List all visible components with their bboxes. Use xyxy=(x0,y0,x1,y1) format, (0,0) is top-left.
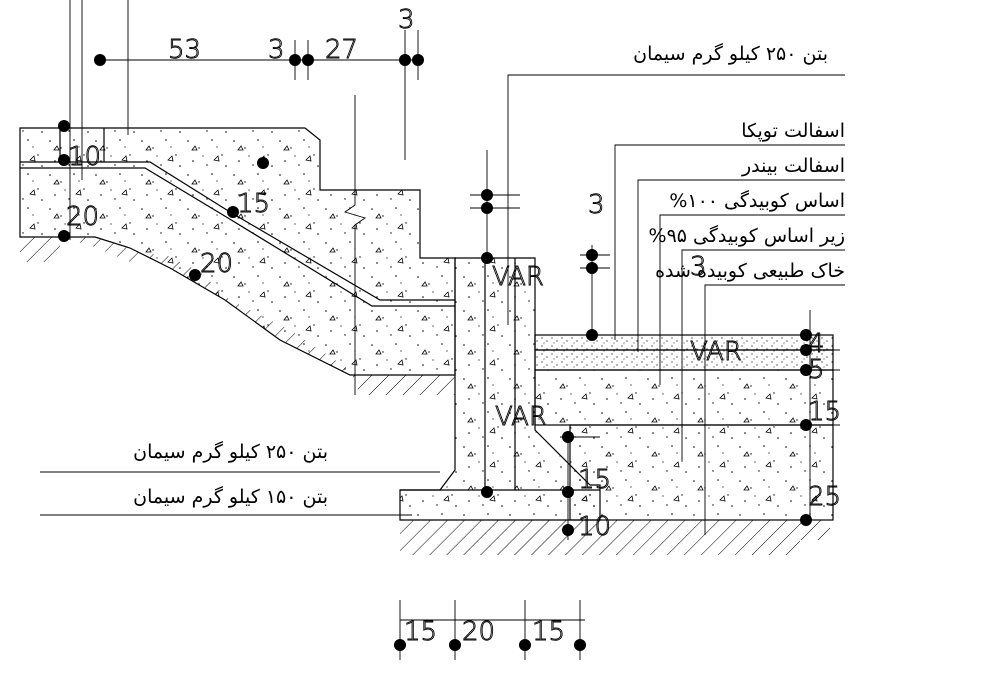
dim-3a: 3 xyxy=(268,35,285,65)
dim-53: 53 xyxy=(168,35,201,65)
dim-5: 5 xyxy=(808,355,825,385)
soil-hatching xyxy=(20,237,830,555)
label-concrete-150-left: بتن ۱۵۰ کیلو گرم سیمان xyxy=(133,485,328,508)
label-asphalt-binder: اسفالت بیندر xyxy=(741,155,845,177)
dim-20a: 20 xyxy=(66,202,99,232)
dim-3b: 3 xyxy=(588,190,605,220)
pavement-layers xyxy=(534,334,834,521)
dim-4: 4 xyxy=(808,329,825,359)
dim-20b: 20 xyxy=(200,249,233,279)
dim-25: 25 xyxy=(808,482,841,512)
dim-15e: 15 xyxy=(532,617,565,647)
dim-3-top: 3 xyxy=(398,5,415,35)
dim-var1: VAR xyxy=(492,262,544,292)
dim-10: 10 xyxy=(68,142,101,172)
label-asphalt-topka: اسفالت توپکا xyxy=(741,120,845,142)
dim-var3: VAR xyxy=(495,402,547,432)
leader-lines xyxy=(40,74,845,535)
label-concrete-250-top: بتن ۲۵۰ کیلو گرم سیمان xyxy=(633,42,828,65)
dim-15b: 15 xyxy=(808,397,841,427)
dim-27: 27 xyxy=(325,35,358,65)
label-concrete-250-left: بتن ۲۵۰ کیلو گرم سیمان xyxy=(133,440,328,463)
break-line xyxy=(343,95,367,395)
dim-10b: 10 xyxy=(578,512,611,542)
label-natural-soil: خاک طبیعی کوبیده شده xyxy=(655,260,845,282)
dim-15a: 15 xyxy=(237,189,270,219)
dim-3c: 3 xyxy=(690,252,707,282)
dim-20c: 20 xyxy=(462,617,495,647)
dimension-texts: 53 3 27 3 10 20 15 20 VAR 3 3 VAR VAR 4 … xyxy=(66,5,842,648)
material-labels: بتن ۲۵۰ کیلو گرم سیمان اسفالت توپکا اسفا… xyxy=(133,42,845,508)
dim-15d: 15 xyxy=(404,617,437,647)
dimension-dots xyxy=(58,54,812,651)
dim-var2: VAR xyxy=(690,337,742,367)
dim-15c: 15 xyxy=(578,465,611,495)
label-subbase-95: زیر اساس کوبیدگی ۹۵% xyxy=(649,224,845,247)
label-base-100: اساس کوبیدگی ۱۰۰% xyxy=(669,189,845,212)
